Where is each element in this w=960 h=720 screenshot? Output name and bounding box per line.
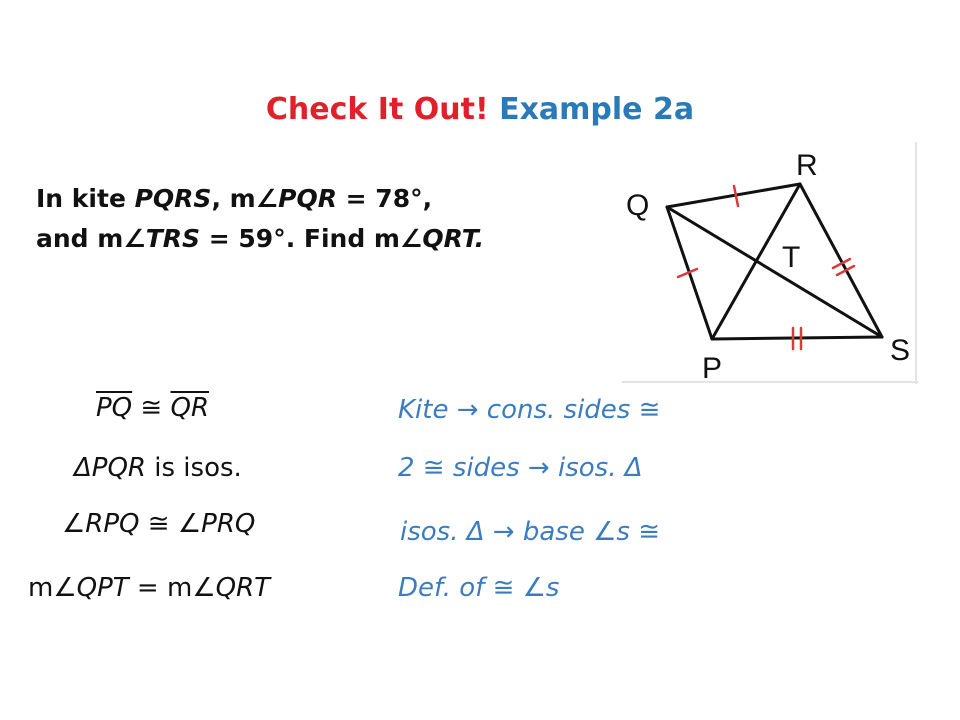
- diagonal-rp: [710, 182, 802, 341]
- vertex-label-p: P: [702, 352, 722, 384]
- congruent-symbol: ≅: [132, 393, 171, 423]
- problem-text: TRS: [145, 224, 201, 253]
- angle-qrt: QRT: [215, 573, 271, 603]
- proof-statement-3: ∠RPQ ≅ ∠PRQ: [62, 509, 256, 539]
- vertex-label-r: R: [796, 149, 818, 182]
- problem-text: = 78°,: [336, 184, 433, 213]
- problem-text: , m∠: [211, 184, 279, 213]
- problem-text: = 59°. Find m∠: [200, 224, 423, 253]
- segment-qr: QR: [170, 393, 210, 423]
- proof-statement-2: ΔPQR is isos.: [74, 452, 242, 484]
- statement-text: is isos.: [146, 453, 242, 483]
- problem-text: In kite: [36, 184, 135, 213]
- point-label-t: T: [782, 241, 800, 274]
- proof-statement-4: m∠QPT = m∠QRT: [28, 572, 270, 604]
- statement-text: = m∠: [128, 573, 216, 603]
- proof-reason-1: Kite → cons. sides ≅: [398, 395, 661, 425]
- problem-text: PQR: [278, 184, 337, 213]
- side-sp: [710, 335, 884, 341]
- proof-statement-1: PQ ≅ QR: [96, 392, 209, 424]
- slide-title: Check It Out! Example 2a: [0, 92, 960, 128]
- tick-rs-1: [831, 257, 852, 270]
- vertex-label-q: Q: [626, 189, 649, 222]
- tick-pq: [676, 267, 699, 279]
- problem-line-2: and m∠TRS = 59°. Find m∠QRT.: [36, 223, 484, 255]
- problem-text: QRT.: [422, 224, 485, 253]
- problem-line-1: In kite PQRS, m∠PQR = 78°,: [36, 183, 432, 215]
- tick-qr: [732, 184, 740, 208]
- proof-reason-2: 2 ≅ sides → isos. Δ: [398, 453, 643, 483]
- segment-pq: PQ: [96, 393, 133, 423]
- proof-reason-3: isos. Δ → base ∠s ≅: [400, 517, 660, 547]
- kite-figure: Q R T S P: [622, 142, 918, 385]
- kite-diagram: Q R T S P: [622, 142, 918, 385]
- triangle-pqr: ΔPQR: [74, 453, 146, 483]
- tick-rs-2: [835, 264, 856, 277]
- proof-reason-4: Def. of ≅ ∠s: [398, 573, 560, 603]
- angle-qpt: QPT: [76, 573, 129, 603]
- vertex-label-s: S: [890, 334, 910, 367]
- side-rs: [798, 182, 884, 339]
- problem-text: PQRS: [134, 184, 212, 213]
- diagonal-qs: [665, 205, 884, 339]
- side-qr: [665, 182, 802, 209]
- problem-text: and m∠: [36, 224, 146, 253]
- title-check-it-out: Check It Out!: [265, 92, 489, 127]
- title-example: Example 2a: [499, 92, 695, 127]
- statement-text: m∠: [28, 573, 77, 603]
